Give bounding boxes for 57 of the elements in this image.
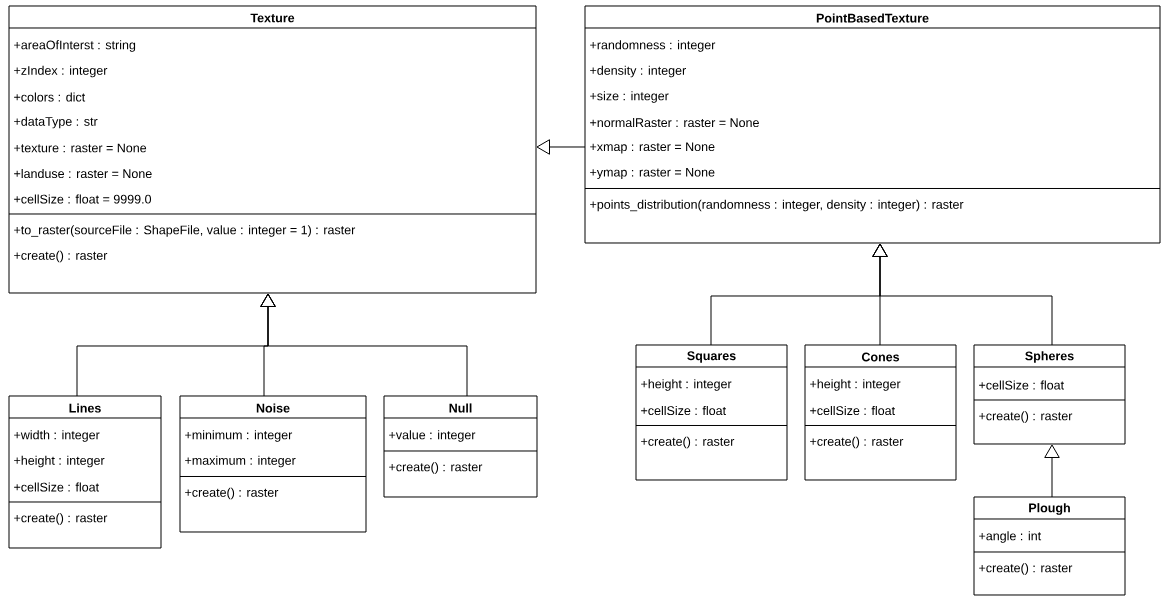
attribute-text: +normalRaster : raster = None xyxy=(590,117,759,128)
method-text: +create() : raster xyxy=(14,250,108,263)
attribute-text: +height : integer xyxy=(641,379,732,391)
class-box xyxy=(383,395,538,498)
attribute-text: +height : integer xyxy=(810,379,901,391)
attribute-text: +areaOfInterst : string xyxy=(14,40,136,52)
attribute-text: +minimum : integer xyxy=(185,430,293,442)
attribute-text: +colors : dict xyxy=(14,92,86,102)
class-name: Cones xyxy=(861,352,900,362)
attribute-text: +dataType : str xyxy=(14,116,98,129)
class-box xyxy=(973,496,1126,596)
class-name: PointBasedTexture xyxy=(816,13,929,23)
attribute-text: +value : integer xyxy=(389,430,476,442)
attribute-text: +ymap : raster = None xyxy=(590,167,715,180)
class-box xyxy=(973,344,1126,445)
method-text: +create() : raster xyxy=(641,436,735,449)
method-text: +create() : raster xyxy=(389,462,483,474)
class-name: Plough xyxy=(1029,503,1070,515)
class-name: Squares xyxy=(687,351,736,363)
attribute-text: +cellSize : float xyxy=(979,380,1064,390)
attribute-text: +height : integer xyxy=(14,455,105,468)
method-text: +create() : raster xyxy=(979,563,1073,575)
attribute-text: +angle : int xyxy=(979,531,1042,543)
class-name: Texture xyxy=(250,13,295,23)
attribute-text: +width : integer xyxy=(14,430,100,442)
attribute-text: +cellSize : float = 9999.0 xyxy=(14,194,152,204)
attribute-text: +xmap : raster = None xyxy=(590,142,715,154)
attribute-text: +cellSize : float xyxy=(641,405,726,416)
inheritance-arrow xyxy=(872,243,1053,346)
attribute-text: +cellSize : float xyxy=(810,405,895,416)
inheritance-arrow xyxy=(260,293,468,397)
attribute-text: +maximum : integer xyxy=(185,455,296,468)
class-box xyxy=(8,5,537,294)
attribute-text: +texture : raster = None xyxy=(14,143,147,153)
class-name: Spheres xyxy=(1025,351,1074,363)
class-box xyxy=(584,5,1161,244)
inheritance-arrow xyxy=(1044,444,1060,498)
class-box xyxy=(804,344,957,481)
attribute-text: +size : integer xyxy=(590,91,669,103)
method-text: +create() : raster xyxy=(185,487,279,500)
method-text: +create() : raster xyxy=(14,513,108,525)
attribute-text: +zIndex : integer xyxy=(14,65,108,78)
method-text: +points_distribution(randomness : integer, density : integer) : raster xyxy=(590,199,964,212)
class-box xyxy=(635,344,788,481)
class-name: Lines xyxy=(69,403,101,413)
attribute-text: +cellSize : float xyxy=(14,482,99,492)
attribute-text: +randomness : integer xyxy=(590,40,716,52)
inheritance-arrow xyxy=(536,139,586,155)
attribute-text: +density : integer xyxy=(590,65,686,78)
method-text: +to_raster(sourceFile : ShapeFile, value : integer = 1) : raster xyxy=(14,225,356,237)
method-text: +create() : raster xyxy=(979,411,1073,423)
method-text: +create() : raster xyxy=(810,436,904,449)
class-name: Noise xyxy=(256,403,290,413)
class-name: Null xyxy=(449,403,472,413)
attribute-text: +landuse : raster = None xyxy=(14,168,152,179)
class-box xyxy=(8,395,162,549)
class-box xyxy=(179,395,367,533)
